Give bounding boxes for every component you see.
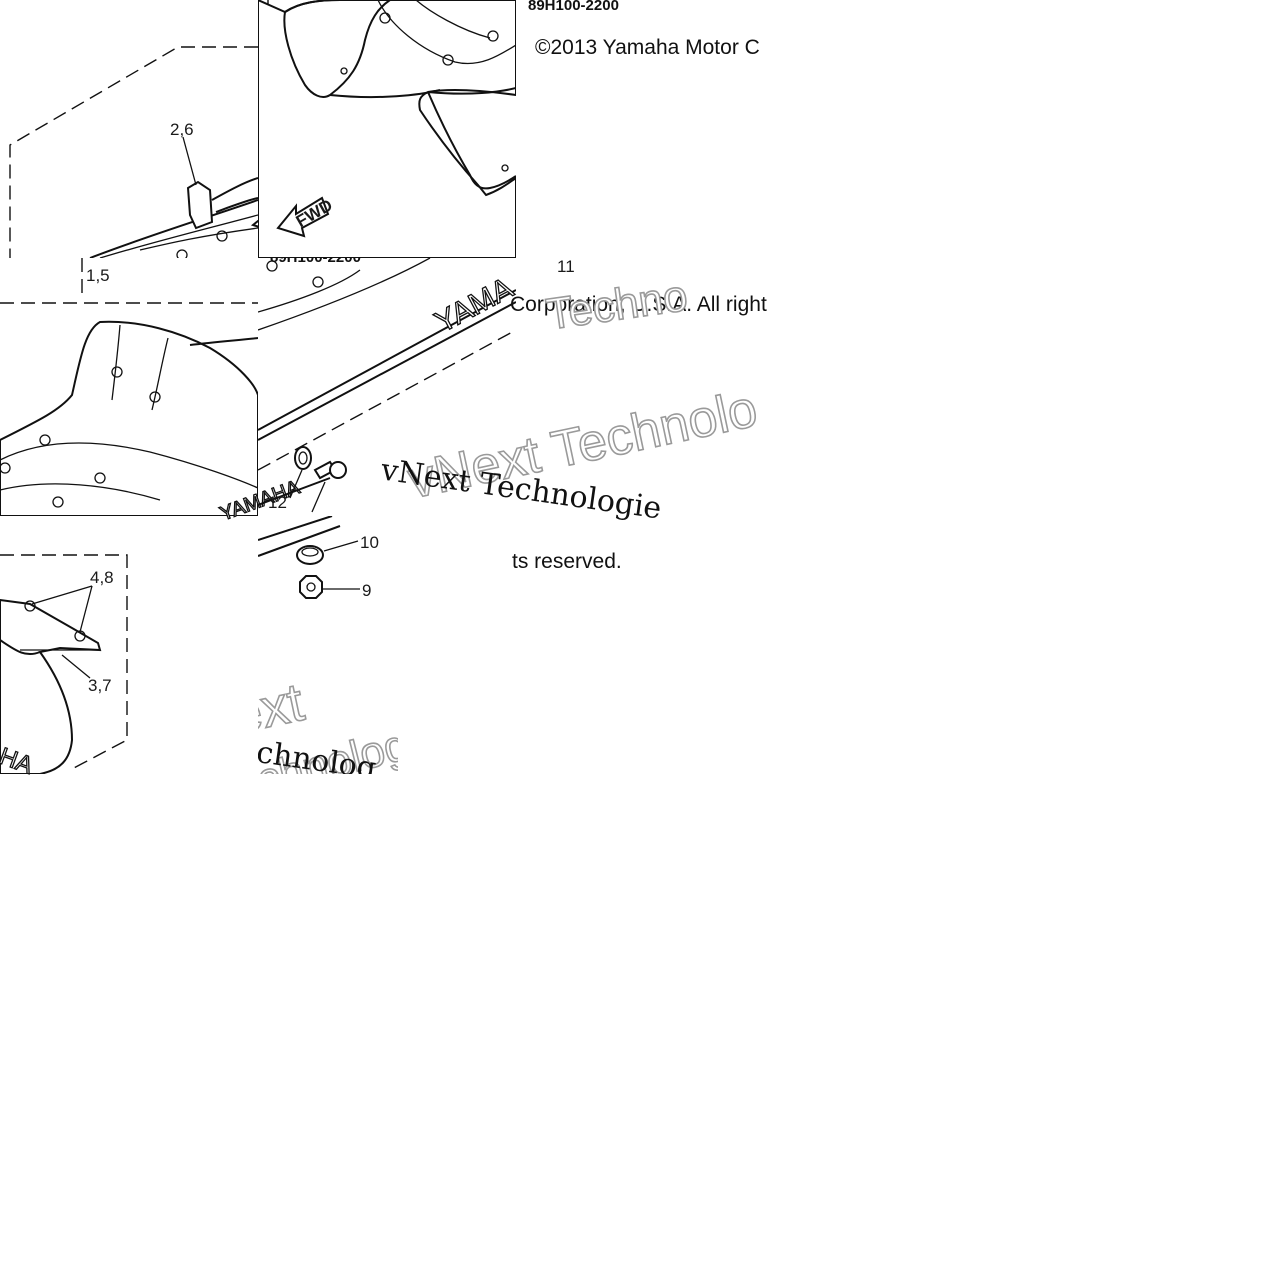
- brand-center: YAMA: [430, 271, 519, 339]
- tile-rear-cover: 89H100-2200 ©2013 Yamaha Motor C: [258, 0, 760, 258]
- washer-12-icon: [294, 446, 312, 470]
- tile-watermark-bottom: ext chnologi chnolog: [226, 671, 398, 774]
- tile-full-seat: 1,5 YAMAHA: [0, 258, 304, 526]
- tile-rear-cover-detail: 4,8 3,7 HA: [0, 554, 128, 780]
- copyright-line-3: ts reserved.: [512, 550, 622, 573]
- nut-9-icon: [299, 575, 323, 599]
- bolt-11-head-icon: [329, 461, 347, 479]
- grommet-10-icon: [296, 545, 324, 565]
- callout-2-6: 2,6: [170, 120, 194, 139]
- copyright-line-2: Corporation, U.S.A. All right: [510, 293, 767, 316]
- callout-1-5: 1,5: [86, 266, 110, 285]
- watermark-ext: ext: [226, 672, 309, 746]
- faded-code: 89H100-2200: [270, 249, 361, 266]
- copyright-line-1: ©2013 Yamaha Motor C: [535, 36, 760, 59]
- callout-12: 12: [268, 493, 287, 512]
- watermark-techno: Techno: [543, 271, 690, 339]
- tile-seat-front: [9, 46, 258, 258]
- callout-3-7: 3,7: [88, 676, 112, 695]
- part-code: 89H100-2200: [528, 0, 619, 14]
- tile-hardware: 12 10 9: [258, 446, 379, 600]
- callout-9: 9: [362, 581, 371, 600]
- callout-4-8: 4,8: [90, 568, 114, 587]
- callout-11: 11: [557, 257, 575, 276]
- callout-10: 10: [360, 533, 379, 552]
